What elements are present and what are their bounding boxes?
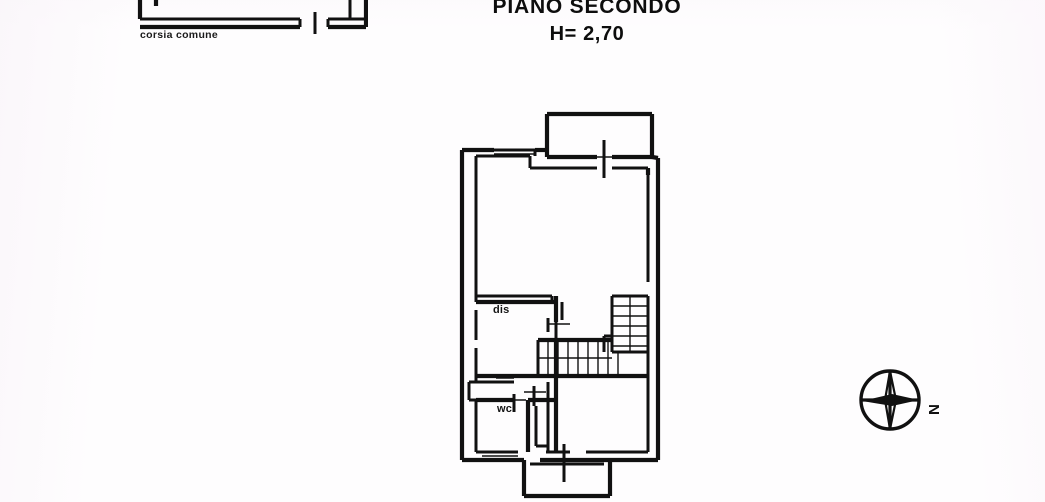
corridor-fragment-drawing [137,0,368,34]
compass-north-label: N [924,404,942,415]
main-room-walls [476,294,570,340]
ceiling-height-note: H= 2,70 [549,23,625,45]
bottom-balcony [521,444,613,499]
page-title: PIANO SECONDO [492,0,682,18]
plan-title-block: PIANO SECONDO H= 2,70 [452,0,722,47]
main-floor-plan-drawing [459,111,661,499]
exterior-walls [459,147,661,463]
room-label-dis: dis [493,304,510,316]
staircase [536,294,650,379]
hallway-and-wc-walls [476,340,559,452]
compass-rose-icon [859,369,921,431]
room-label-wc: wc [497,403,513,415]
corridor-label: corsia comune [140,29,219,41]
